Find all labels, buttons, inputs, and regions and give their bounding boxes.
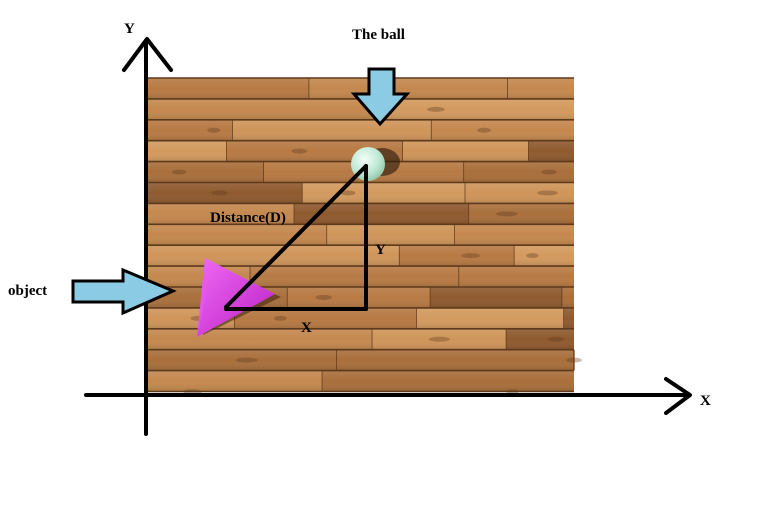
object-pointer-arrow-icon — [71, 267, 177, 316]
distance-label: Distance(D) — [210, 210, 286, 226]
x-axis-label: X — [700, 393, 711, 409]
x-axis-arrowhead — [664, 377, 692, 415]
ball-pointer-arrow-icon — [350, 67, 411, 127]
object-label: object — [8, 283, 48, 299]
y-axis-arrowhead — [122, 37, 173, 72]
triangle-x-label: X — [301, 320, 312, 336]
distance-line — [224, 164, 368, 309]
wood-floor-image — [146, 77, 582, 395]
y-axis-label: Y — [124, 21, 135, 37]
triangle-y-label: Y — [375, 242, 386, 258]
ball-label: The ball — [352, 27, 405, 43]
